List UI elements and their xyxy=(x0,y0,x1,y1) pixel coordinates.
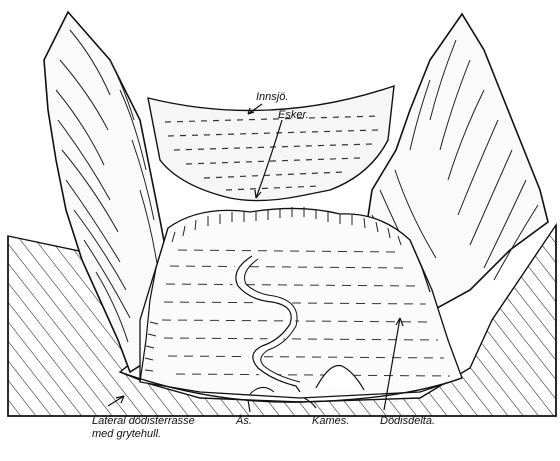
label-esker: Esker. xyxy=(278,109,309,121)
label-innsjo: Innsjö. xyxy=(256,91,288,103)
label-lateral-line1: Lateral dödisterrasse xyxy=(92,415,195,427)
label-lateral-line2: med grytehull. xyxy=(92,428,161,440)
label-kames: Kames. xyxy=(312,415,349,427)
label-as: Ås. xyxy=(235,414,252,427)
lake xyxy=(148,86,394,201)
label-dodisdelta: Dödisdelta. xyxy=(380,415,435,427)
